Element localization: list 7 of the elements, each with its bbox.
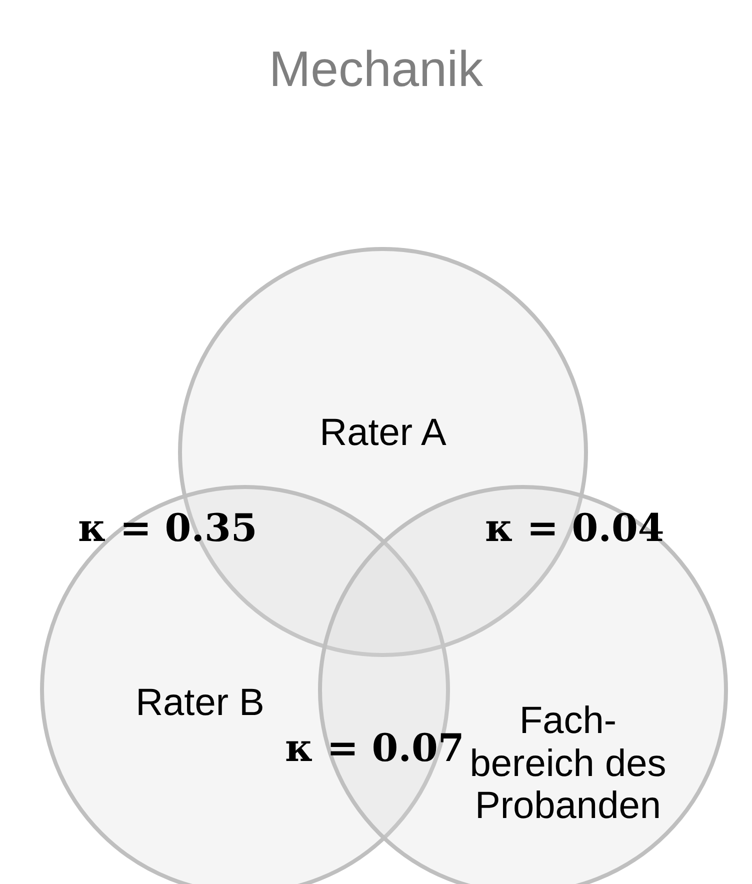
title: Mechanik (269, 41, 483, 97)
circle-label: Rater B (134, 682, 266, 725)
kappa-value: κ = 0.35 (78, 505, 258, 550)
circle-label: Rater A (318, 412, 448, 455)
kappa-value: κ = 0.04 (485, 505, 664, 550)
circle-label: Fach- bereich des Probanden (468, 700, 668, 828)
kappa-value: κ = 0.07 (285, 725, 464, 770)
